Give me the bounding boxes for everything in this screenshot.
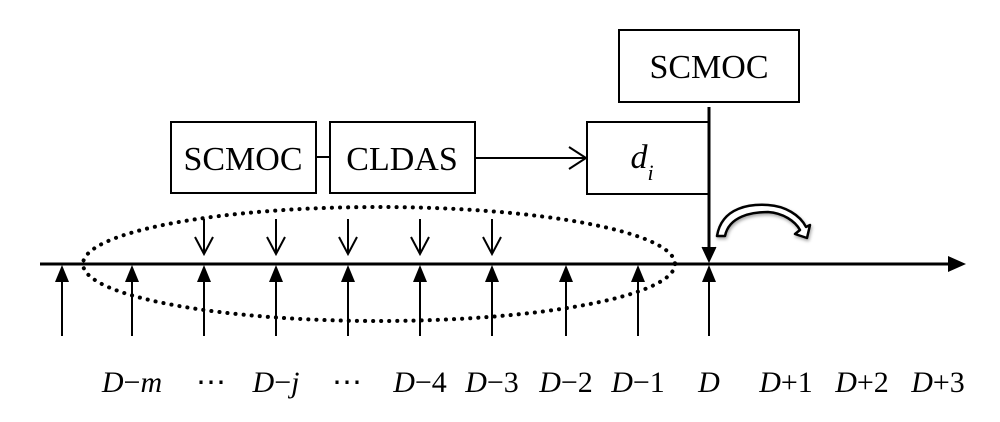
up-arrowhead-icon-2	[197, 265, 211, 282]
down-arrows-group	[194, 219, 502, 257]
up-arrowhead-icon-0	[55, 265, 69, 282]
up-arrowhead-icon-3	[269, 265, 283, 282]
di-label: di	[630, 139, 653, 185]
axis-label-11: D+3	[910, 366, 965, 399]
di-subscript: i	[647, 160, 653, 185]
di-main: d	[630, 139, 648, 176]
scmoc-history-label: SCMOC	[183, 141, 302, 178]
down-open-arrowhead-icon-4	[482, 236, 502, 257]
down-open-arrowhead-icon-1	[266, 236, 286, 257]
scmoc-history-box	[170, 121, 317, 194]
di-box	[586, 121, 710, 195]
axis-labels-group: D−m ⋯ D−j ⋯ D−4 D−3 D−2 D−1 D D+1 D+2 D+3	[101, 366, 965, 399]
axis-label-5: D−3	[464, 366, 519, 399]
up-arrowhead-icon-7	[559, 265, 573, 282]
axis-label-10: D+2	[834, 366, 889, 399]
axis-label-4: D−4	[392, 366, 447, 399]
down-open-arrowhead-icon-0	[194, 236, 214, 257]
scmoc-current-label: SCMOC	[649, 49, 768, 86]
axis-label-9: D+1	[758, 366, 813, 399]
up-arrowhead-icon-6	[485, 265, 499, 282]
axis-label-0: D−m	[101, 366, 162, 399]
cldas-box	[329, 121, 476, 194]
up-arrowhead-icon-5	[413, 265, 427, 282]
down-open-arrowhead-icon-3	[410, 236, 430, 257]
axis-label-6: D−2	[538, 366, 593, 399]
axis-label-7: D−1	[610, 366, 665, 399]
scmoc-current-box	[618, 29, 800, 103]
up-arrowhead-icon-9	[702, 265, 716, 282]
history-window-ellipse	[81, 205, 677, 323]
axis-label-2: D−j	[252, 366, 300, 399]
axis-label-1: ⋯	[196, 366, 226, 399]
axis-label-8: D	[697, 366, 720, 399]
up-arrowhead-icon-1	[125, 265, 139, 282]
down-arrowhead-icon	[701, 246, 717, 264]
curved-forecast-arrow-icon	[715, 203, 812, 240]
axis-label-3: ⋯	[332, 366, 362, 399]
up-arrowhead-icon-8	[631, 265, 645, 282]
up-arrows-group	[55, 265, 716, 336]
up-arrowhead-icon-4	[341, 265, 355, 282]
axis-arrowhead-icon	[948, 256, 966, 272]
cldas-label: CLDAS	[346, 141, 457, 178]
down-open-arrowhead-icon-2	[338, 236, 358, 257]
